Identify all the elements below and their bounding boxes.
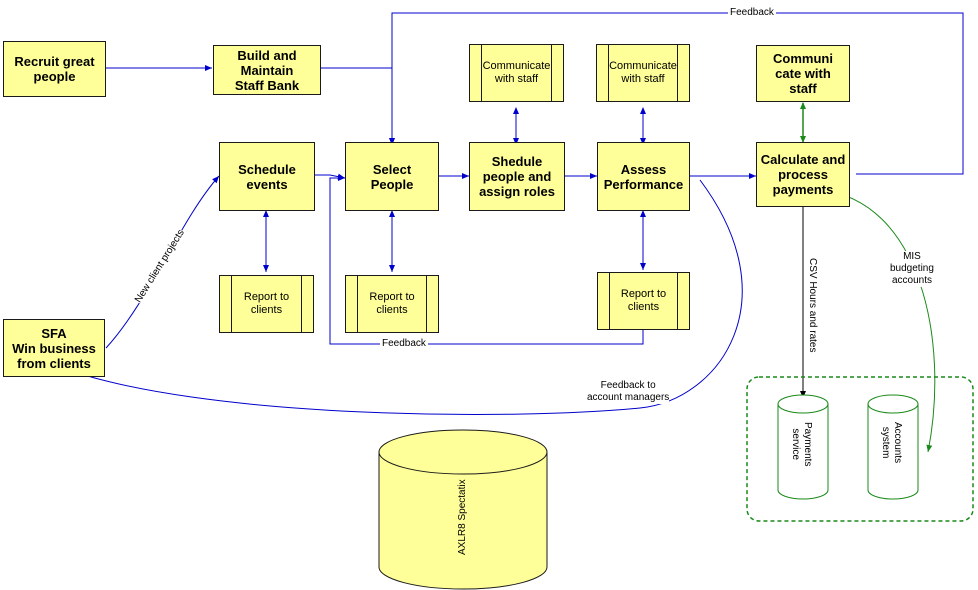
report-clients-box-3[interactable]: Report to clients bbox=[597, 272, 690, 330]
accounts-system-label: Accounts system bbox=[880, 422, 903, 464]
schedule-events-box[interactable]: Schedule events bbox=[219, 142, 315, 211]
edge-staffbank-to-select bbox=[321, 67, 395, 145]
report-clients-label-3: Report to clients bbox=[620, 288, 667, 313]
accounts-system-cylinder bbox=[867, 394, 919, 500]
datastore-group bbox=[746, 376, 974, 522]
report-clients-box-1[interactable]: Report to clients bbox=[219, 275, 314, 333]
feedback-bottom-label: Feedback bbox=[380, 338, 428, 350]
recruit-great-people-box[interactable]: Recruit great people bbox=[3, 41, 106, 97]
calculate-payments-box[interactable]: Calculate and process payments bbox=[756, 142, 850, 207]
communicate-staff-box-3[interactable]: Communi cate with staff bbox=[756, 45, 850, 102]
edge-feedback-bottom bbox=[329, 175, 644, 345]
staff-bank-box[interactable]: Build and Maintain Staff Bank bbox=[213, 45, 321, 95]
axlr8-spectatix-label: AXLR8 Spectatix bbox=[457, 479, 468, 555]
report-clients-box-2[interactable]: Report to clients bbox=[345, 275, 439, 333]
communicate-staff-label-2: Communicate with staff bbox=[609, 60, 677, 85]
mis-label: MIS budgeting accounts bbox=[890, 251, 934, 287]
edge-feedback-account-managers bbox=[56, 179, 743, 415]
report-clients-label-1: Report to clients bbox=[243, 291, 290, 316]
edge-feedback-top bbox=[389, 12, 964, 175]
payments-service-cylinder bbox=[777, 394, 829, 500]
assess-performance-box[interactable]: Assess Performance bbox=[597, 142, 690, 211]
communicate-staff-box-2[interactable]: Communicate with staff bbox=[596, 44, 690, 102]
communicate-staff-box-1[interactable]: Communicate with staff bbox=[469, 44, 564, 102]
csv-hours-label: CSV Hours and rates bbox=[806, 258, 818, 353]
report-clients-label-2: Report to clients bbox=[369, 291, 415, 316]
sfa-win-business-box[interactable]: SFA Win business from clients bbox=[3, 319, 105, 377]
communicate-staff-label-1: Communicate with staff bbox=[482, 60, 551, 85]
payments-service-label: Payments service bbox=[790, 422, 813, 467]
schedule-roles-box[interactable]: Shedule people and assign roles bbox=[469, 142, 565, 211]
feedback-top-label: Feedback bbox=[728, 7, 776, 19]
axlr8-spectatix-cylinder bbox=[378, 429, 548, 590]
feedback-account-managers-label: Feedback to account managers bbox=[587, 380, 670, 404]
select-people-box[interactable]: Select People bbox=[345, 142, 439, 211]
